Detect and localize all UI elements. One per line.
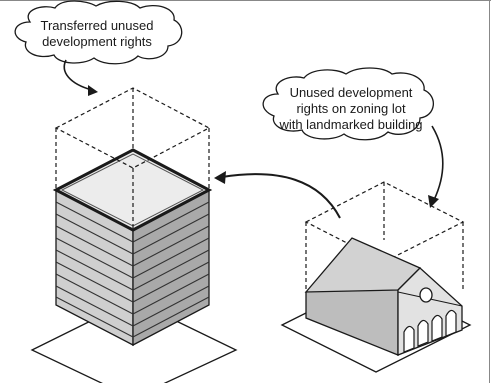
tower-floor-lines-left	[55, 201, 134, 338]
cloud-text-unused-line3: with landmarked building	[278, 117, 422, 132]
transfer-arrow	[214, 171, 341, 219]
unused-rights-envelope	[304, 181, 465, 292]
cloud-transferred-rights: Transferred unused development rights	[14, 0, 183, 96]
cloud-shape-transferred	[14, 0, 183, 65]
tower-floor-lines-right	[132, 201, 210, 338]
cloud-pointer-transferred	[63, 59, 93, 91]
receiving-tower	[30, 87, 238, 383]
landmark-roof	[304, 237, 422, 293]
transferred-rights-envelope	[54, 87, 211, 230]
cloud-unused-rights: Unused development rights on zoning lot …	[262, 67, 444, 208]
cloud-pointer-unused-head	[428, 195, 439, 208]
transfer-arrow-head	[214, 171, 226, 184]
cloud-shape-unused	[262, 67, 434, 141]
cloud-text-transferred-line1: Transferred unused	[41, 18, 154, 33]
cloud-pointer-transferred-head	[88, 85, 98, 96]
cloud-text-unused-line2: rights on zoning lot	[296, 101, 406, 116]
transfer-arrow-line	[221, 173, 341, 219]
landmark-building	[280, 181, 472, 373]
cloud-text-transferred-line2: development rights	[42, 34, 152, 49]
landmark-round-window	[419, 287, 433, 303]
cloud-text-unused-line1: Unused development	[290, 85, 413, 100]
cloud-pointer-unused	[431, 125, 444, 201]
landmark-arches	[403, 309, 457, 353]
tower-roof-parapet	[60, 153, 205, 227]
